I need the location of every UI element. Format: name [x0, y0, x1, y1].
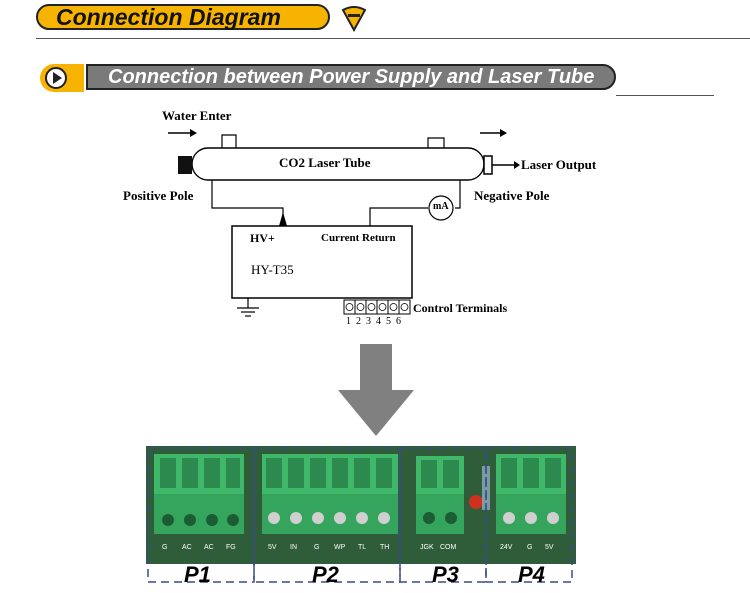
p1-label: P1: [184, 562, 211, 587]
pin-label: AC: [204, 544, 214, 551]
pin-label: 24V: [500, 544, 513, 551]
pin-label: 5V: [545, 544, 554, 551]
terminal-number: 1: [346, 316, 356, 327]
terminal-number: 4: [376, 316, 386, 327]
marker-icon: [341, 6, 367, 32]
pin-label: G: [162, 544, 167, 551]
section-title: Connection between Power Supply and Lase…: [86, 64, 616, 90]
laser-output-label: Laser Output: [521, 157, 597, 172]
pin-label: G: [314, 544, 319, 551]
pin-label: IN: [290, 544, 297, 551]
section-title-text: Connection between Power Supply and Lase…: [108, 66, 595, 88]
p2-label: P2: [312, 562, 339, 587]
connector-p1: [154, 454, 244, 534]
negative-lead: [455, 180, 461, 209]
current-return-label: Current Return: [321, 232, 396, 244]
group-outlines: [147, 447, 573, 583]
tube-right-cap: [483, 155, 493, 175]
control-terminal-block: [343, 299, 411, 315]
p4-label: P4: [518, 562, 545, 587]
terminal-number: 3: [366, 316, 376, 327]
page-title-text: Connection Diagram: [56, 4, 281, 30]
pin-label: COM: [440, 544, 457, 551]
down-arrow-icon: [338, 344, 414, 436]
ammeter-label: mA: [433, 201, 449, 212]
pin-label: AC: [182, 544, 192, 551]
schematic-diagram: [168, 129, 520, 317]
connector-p3: [416, 456, 490, 534]
led: [469, 495, 483, 509]
pin-label: TH: [380, 544, 389, 551]
header-rule: [36, 38, 750, 39]
ammeter: [428, 195, 454, 221]
tube-left-cap: [178, 156, 192, 174]
model-label: HY-T35: [251, 262, 294, 277]
power-supply-box: [231, 225, 413, 299]
control-terminals-label: Control Terminals: [413, 301, 508, 315]
negative-pole-label: Negative Pole: [474, 188, 550, 203]
pin-label: WP: [334, 544, 346, 551]
pin-label: JGK: [420, 544, 434, 551]
water-in-pipe: [221, 134, 237, 148]
tube-label: CO2 Laser Tube: [279, 155, 371, 170]
positive-lead: [211, 180, 284, 220]
water-out-pipe: [427, 137, 445, 148]
pin-label: FG: [226, 544, 236, 551]
water-enter-label: Water Enter: [162, 108, 232, 123]
terminal-number: 2: [356, 316, 366, 327]
p3-label: P3: [432, 562, 459, 587]
section-rule: [616, 95, 714, 96]
pin-label: G: [527, 544, 532, 551]
play-icon: [45, 67, 67, 89]
positive-pole-label: Positive Pole: [123, 188, 194, 203]
page-title: Connection Diagram: [36, 4, 330, 30]
return-lead: [369, 207, 428, 226]
connector-p4: [496, 454, 566, 534]
hv-plus-label: HV+: [250, 231, 275, 245]
terminal-number: 6: [396, 316, 406, 327]
terminal-board: G AC AC FG 5V IN G WP TL TH JGK COM 24V …: [146, 446, 576, 583]
terminal-numbers: 123456: [346, 316, 406, 327]
pin-label: TL: [358, 544, 366, 551]
connector-p2: [262, 454, 398, 534]
pin-label: 5V: [268, 544, 277, 551]
terminal-number: 5: [386, 316, 396, 327]
